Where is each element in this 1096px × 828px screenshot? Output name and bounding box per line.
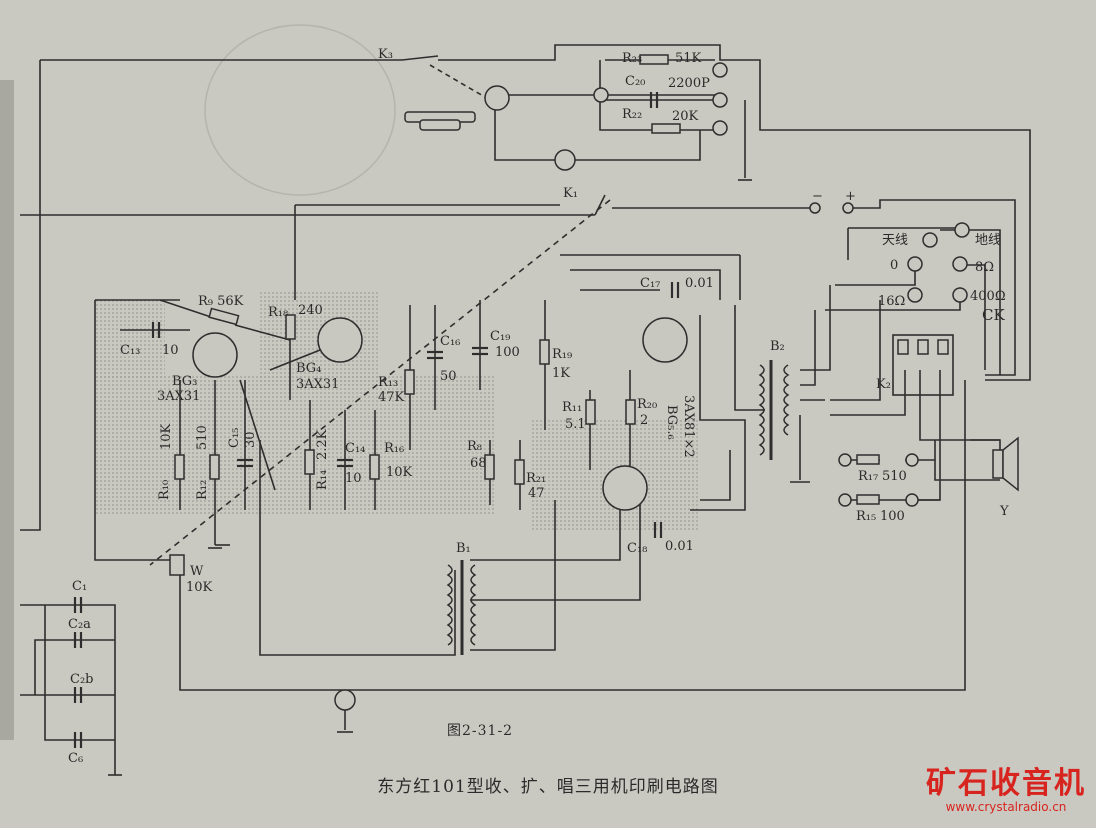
capacitors <box>73 92 680 748</box>
label-c20v: 2200P <box>668 76 710 91</box>
label-c2a: C₂a <box>68 617 91 632</box>
label-r22: R₂₂ <box>622 107 642 122</box>
label-8ohm: 8Ω <box>975 260 994 275</box>
label-r12v: 510 <box>195 425 210 450</box>
label-c1: C₁ <box>72 579 87 594</box>
label-r12: R₁₂ <box>195 480 210 500</box>
label-r18v: 240 <box>298 303 323 318</box>
label-c19v: 100 <box>495 345 520 360</box>
label-c14: C₁₄ <box>345 441 365 456</box>
label-bg4: BG₄ <box>296 361 321 376</box>
label-r13: R₁₃ <box>378 375 398 390</box>
label-c2b: C₂b <box>70 672 93 687</box>
label-r21: R₂₁ <box>526 471 546 486</box>
label-c16v: 50 <box>440 369 457 384</box>
label-r21v: 47 <box>528 486 545 501</box>
label-r8: R₈ <box>467 439 482 454</box>
label-c16: C₁₆ <box>440 334 460 349</box>
label-r10v: 10K <box>159 423 174 450</box>
label-c15: C₁₅ <box>227 428 242 448</box>
label-r11v: 5.1 <box>565 417 586 432</box>
pcb-copper-areas <box>95 290 700 530</box>
label-r22v: 20K <box>672 109 699 124</box>
label-plus: + <box>845 189 856 204</box>
components <box>169 54 1019 711</box>
label-k2: K₂ <box>876 377 891 392</box>
watermark-url: www.crystalradio.cn <box>945 800 1067 814</box>
label-r16: R₁₆ <box>384 441 404 456</box>
label-r14v: 2.2K <box>315 429 330 460</box>
label-c19: C₁₉ <box>490 329 510 344</box>
label-zero: 0 <box>890 258 898 273</box>
label-r14: R₁₄ <box>315 470 330 490</box>
label-w: W <box>190 564 204 579</box>
label-b2: B₂ <box>770 339 785 354</box>
label-c13v: 10 <box>162 343 179 358</box>
label-r8v: 68 <box>470 456 487 471</box>
label-bg56-type: 3AX81×2 <box>681 395 696 458</box>
label-c17: C₁₇ <box>640 276 660 291</box>
figure-caption: 东方红101型收、扩、唱三用机印刷电路图 <box>377 777 719 797</box>
label-r15: R₁₅ <box>856 509 876 524</box>
label-r23v: 51K <box>675 51 702 66</box>
label-c17v: 0.01 <box>685 276 714 291</box>
label-bg3: BG₃ <box>172 374 197 389</box>
component-labels: K₃ K₁ R₂₃ 51K C₂₀ 2200P R₂₂ 20K − + 天线 地… <box>68 47 1009 766</box>
label-r16v: 10K <box>386 465 413 480</box>
label-c18: C₁₈ <box>627 541 647 556</box>
label-bg4-type: 3AX31 <box>296 377 339 392</box>
transformers <box>446 360 790 655</box>
label-r13v: 47K <box>378 390 405 405</box>
label-400ohm: 400Ω <box>970 289 1006 304</box>
label-r10: R₁₀ <box>157 480 172 500</box>
label-antenna: 天线 <box>882 233 908 248</box>
watermark: 矿石收音机 www.crystalradio.cn <box>926 766 1086 815</box>
label-r19: R₁₉ <box>552 347 572 362</box>
label-bg56: BG₅.₆ <box>664 405 679 440</box>
label-ck: CK <box>982 306 1005 324</box>
label-16ohm: 16Ω <box>878 294 905 309</box>
label-k1: K₁ <box>563 186 578 201</box>
label-r19v: 1K <box>552 366 570 381</box>
label-c18v: 0.01 <box>665 539 694 554</box>
label-r9: R₉ 56K <box>198 294 244 309</box>
label-minus: − <box>812 189 823 204</box>
figure-number: 图2-31-2 <box>447 723 514 739</box>
label-wv: 10K <box>186 580 213 595</box>
watermark-title: 矿石收音机 <box>926 766 1086 801</box>
label-c6: C₆ <box>68 751 83 766</box>
label-r18: R₁₈ <box>268 305 288 320</box>
label-c20: C₂₀ <box>625 74 645 89</box>
label-k3: K₃ <box>378 47 393 62</box>
label-ground: 地线 <box>975 233 1001 248</box>
label-bg3-type: 3AX31 <box>157 389 200 404</box>
label-c15v: 30 <box>243 431 258 448</box>
label-y: Y <box>999 504 1009 519</box>
label-r20: R₂₀ <box>637 397 657 412</box>
label-c14v: 10 <box>345 471 362 486</box>
label-r20v: 2 <box>640 413 648 428</box>
label-r15v: 100 <box>880 509 905 524</box>
label-c13: C₁₃ <box>120 343 140 358</box>
label-r23: R₂₃ <box>622 51 642 66</box>
label-b1: B₁ <box>456 541 471 556</box>
label-r17v: 510 <box>882 469 907 484</box>
label-r17: R₁₇ <box>858 469 878 484</box>
label-r11: R₁₁ <box>562 400 582 415</box>
